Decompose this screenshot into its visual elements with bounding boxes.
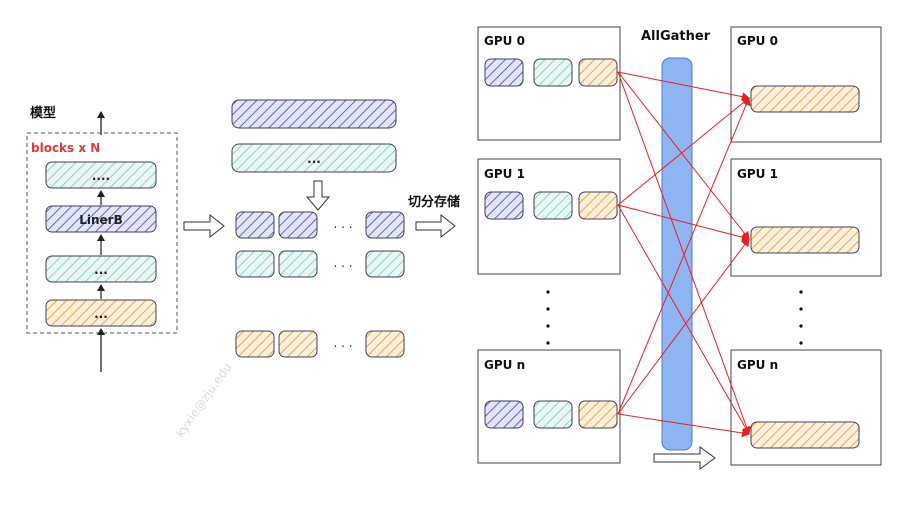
allgather-bar: [661, 57, 693, 451]
model-layer-2: [45, 205, 157, 233]
gathered-block-orange: [750, 226, 860, 254]
red-arrow: [617, 413, 750, 438]
full-block-blue: [231, 99, 397, 129]
gpu-box: [730, 158, 882, 277]
gpu-label: GPU 1: [484, 167, 525, 181]
shard-ellipsis: . . .: [333, 217, 352, 231]
full-block-teal: [231, 143, 397, 173]
gpu-left-n: GPU n: [477, 349, 621, 464]
gpu-left-ellipsis: [546, 290, 550, 345]
model-layer-4: [45, 299, 157, 327]
red-arrow: [617, 97, 750, 206]
red-arrow: [617, 71, 750, 240]
red-arrow: [617, 204, 750, 242]
gpu-label: GPU 1: [737, 167, 778, 181]
shard-orange: [235, 330, 275, 358]
gpu-shard-blue: [484, 191, 524, 220]
gathered-block-orange: [750, 85, 860, 113]
model-layer-4-label: ...: [94, 307, 108, 321]
red-arrow: [617, 71, 750, 102]
hollow-arrow-down-icon: [305, 180, 331, 211]
model-layer-1: [45, 161, 157, 189]
gpu-shard-orange: [578, 191, 618, 220]
shard-blue: [365, 211, 405, 239]
watermark: kyxie@zju.edu: [173, 360, 234, 439]
gpu-label: GPU n: [484, 358, 525, 372]
gpu-label: GPU 0: [484, 34, 525, 48]
gpu-left-0: GPU 0: [477, 26, 621, 141]
red-arrow: [617, 71, 751, 435]
gpu-shard-teal: [533, 400, 573, 429]
model-layer-3: [45, 255, 157, 283]
gpu-shard-blue: [484, 58, 524, 87]
model-section: 模型 blocks x N .... LinerB ... ...: [26, 105, 178, 372]
shard-orange: [278, 330, 318, 358]
full-block-teal-label: ...: [307, 152, 321, 166]
gpu-right-0: GPU 0: [730, 26, 882, 143]
shard-blue: [235, 211, 275, 239]
hollow-arrow-right-icon: [183, 213, 225, 239]
model-layer-2-label: LinerB: [79, 213, 123, 227]
shard-orange: [365, 330, 405, 358]
gpu-shard-orange: [578, 400, 618, 429]
model-title: 模型: [30, 105, 56, 121]
gathered-block-orange: [750, 421, 860, 449]
allgather-arrows: [617, 71, 751, 438]
split-storage-label: 切分存储: [408, 194, 460, 210]
shard-teal: [278, 250, 318, 278]
gpu-shard-orange: [578, 58, 618, 87]
shard-teal: [365, 250, 405, 278]
model-layer-3-label: ...: [94, 263, 108, 277]
red-arrow: [617, 238, 750, 415]
allgather-label: AllGather: [641, 29, 711, 44]
gpu-shard-blue: [484, 400, 524, 429]
gpu-left-1: GPU 1: [477, 158, 621, 275]
gpu-shard-teal: [533, 191, 573, 220]
gpu-right-ellipsis: [799, 290, 803, 345]
red-arrow: [617, 97, 751, 415]
red-arrow: [617, 204, 750, 435]
split-section: ... . . . . . . . . .: [231, 99, 405, 358]
hollow-arrow-right-icon: [653, 446, 716, 470]
gpu-right-n: GPU n: [730, 349, 882, 466]
gpu-right-1: GPU 1: [730, 158, 882, 277]
shard-ellipsis: . . .: [333, 336, 352, 350]
shard-teal: [235, 250, 275, 278]
hollow-arrow-right-icon: [415, 213, 456, 239]
gpu-shard-teal: [533, 58, 573, 87]
gpu-label: GPU n: [737, 358, 778, 372]
shard-ellipsis: . . .: [333, 256, 352, 270]
blocks-group-label: blocks x N: [31, 141, 100, 155]
gpu-box: [730, 26, 882, 143]
shard-blue: [278, 211, 318, 239]
gpu-label: GPU 0: [737, 34, 778, 48]
model-layer-1-label: ....: [92, 169, 110, 183]
